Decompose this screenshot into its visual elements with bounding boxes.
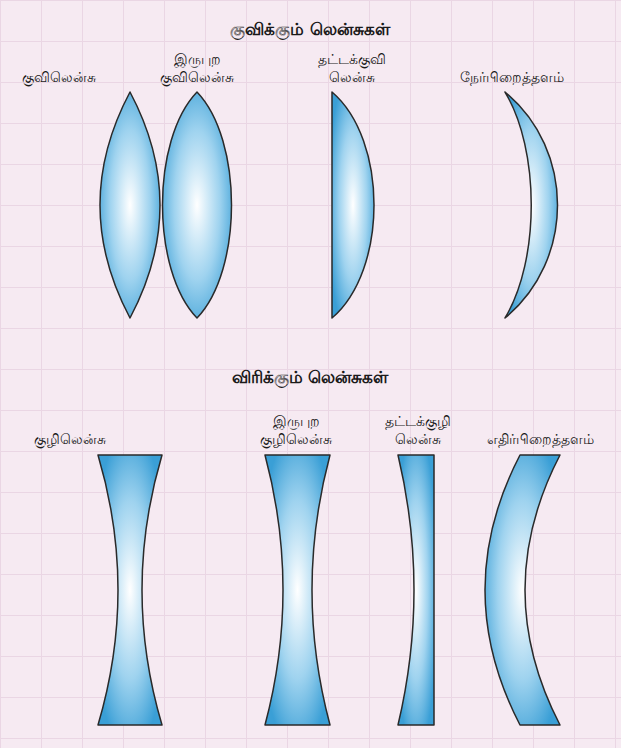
lens-name: நேர்பிறைத்தளம் — [437, 69, 587, 87]
lens-name: குவிலென்சு — [4, 69, 114, 87]
plano-convex-lens — [332, 92, 374, 318]
section-heading: விரிக்கும் லென்சுகள் — [100, 367, 520, 388]
lens-name: இருபுற குழிலென்சு — [251, 413, 341, 448]
lens-name: தட்டக்குவி லென்சு — [302, 51, 402, 86]
plano-concave-lens — [398, 455, 434, 725]
lens-name: எதிர்பிறைத்தளம் — [465, 431, 615, 449]
double-concave-lens — [265, 455, 330, 725]
biconcave-lens — [98, 455, 162, 725]
lens-name: இருபுற குவிலென்சு — [152, 51, 242, 86]
biconvex-lens — [100, 92, 160, 318]
double-convex-lens — [163, 92, 232, 318]
lens-name: தட்டக்குழி லென்சு — [368, 413, 468, 448]
lens-name: குழிலென்சு — [10, 431, 130, 449]
positive-meniscus-lens — [505, 92, 558, 318]
negative-meniscus-lens — [485, 455, 560, 725]
section-heading: குவிக்கும் லென்சுகள் — [100, 19, 520, 40]
